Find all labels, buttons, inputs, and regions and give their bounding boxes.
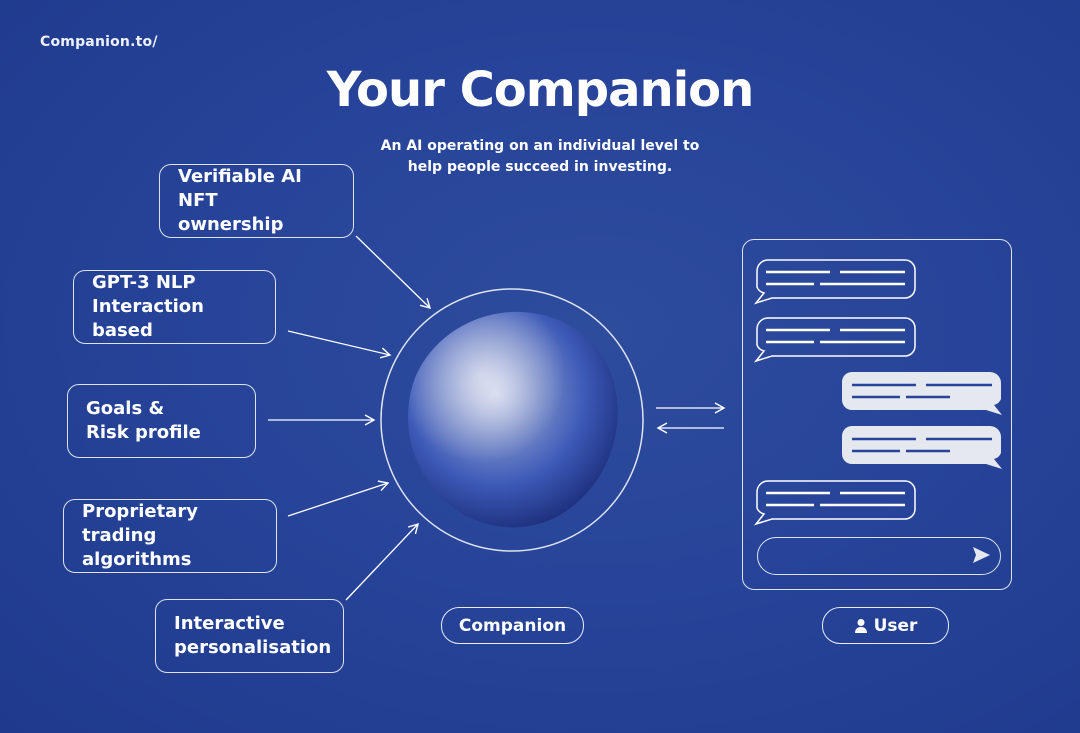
feature-trading-algorithms: Proprietary trading algorithms xyxy=(63,499,277,573)
feature-personalisation: Interactive personalisation xyxy=(155,599,344,673)
chat-bubble-user xyxy=(842,426,1002,469)
companion-label: Companion xyxy=(441,607,584,644)
feature-goals-risk: Goals & Risk profile xyxy=(67,384,256,458)
page-subtitle: An AI operating on an individual level t… xyxy=(380,138,700,175)
message-input[interactable] xyxy=(757,537,1001,575)
feature-nft-ownership: Verifiable AI NFT ownership xyxy=(159,164,354,238)
feature-label: Proprietary trading algorithms xyxy=(82,501,198,570)
user-label: User xyxy=(822,607,949,644)
chat-bubble-companion xyxy=(753,480,916,526)
companion-label-text: Companion xyxy=(458,615,567,636)
feature-gpt3-nlp: GPT-3 NLP Interaction based xyxy=(73,270,276,344)
user-icon xyxy=(854,618,867,633)
user-label-text: User xyxy=(873,615,918,636)
arrow-gpt3 xyxy=(287,330,392,359)
send-icon[interactable] xyxy=(970,544,992,566)
page-title: Your Companion xyxy=(326,62,755,118)
orb-highlight xyxy=(407,311,618,528)
arrow-trading xyxy=(287,480,390,517)
chat-bubble-user xyxy=(842,372,1002,415)
brand-logo: Companion.to/ xyxy=(40,34,158,50)
chat-bubble-companion xyxy=(753,259,916,305)
arrow-nft xyxy=(355,235,432,310)
feature-label: Interactive personalisation xyxy=(174,613,332,658)
chat-window xyxy=(742,239,1012,590)
companion-ring xyxy=(380,288,644,552)
feature-label: GPT-3 NLP Interaction based xyxy=(92,272,204,341)
feature-label: Goals & Risk profile xyxy=(86,398,201,443)
feature-label: Verifiable AI NFT ownership xyxy=(178,166,302,235)
arrow-personalisation xyxy=(345,522,419,601)
chat-bubble-companion xyxy=(753,317,916,363)
